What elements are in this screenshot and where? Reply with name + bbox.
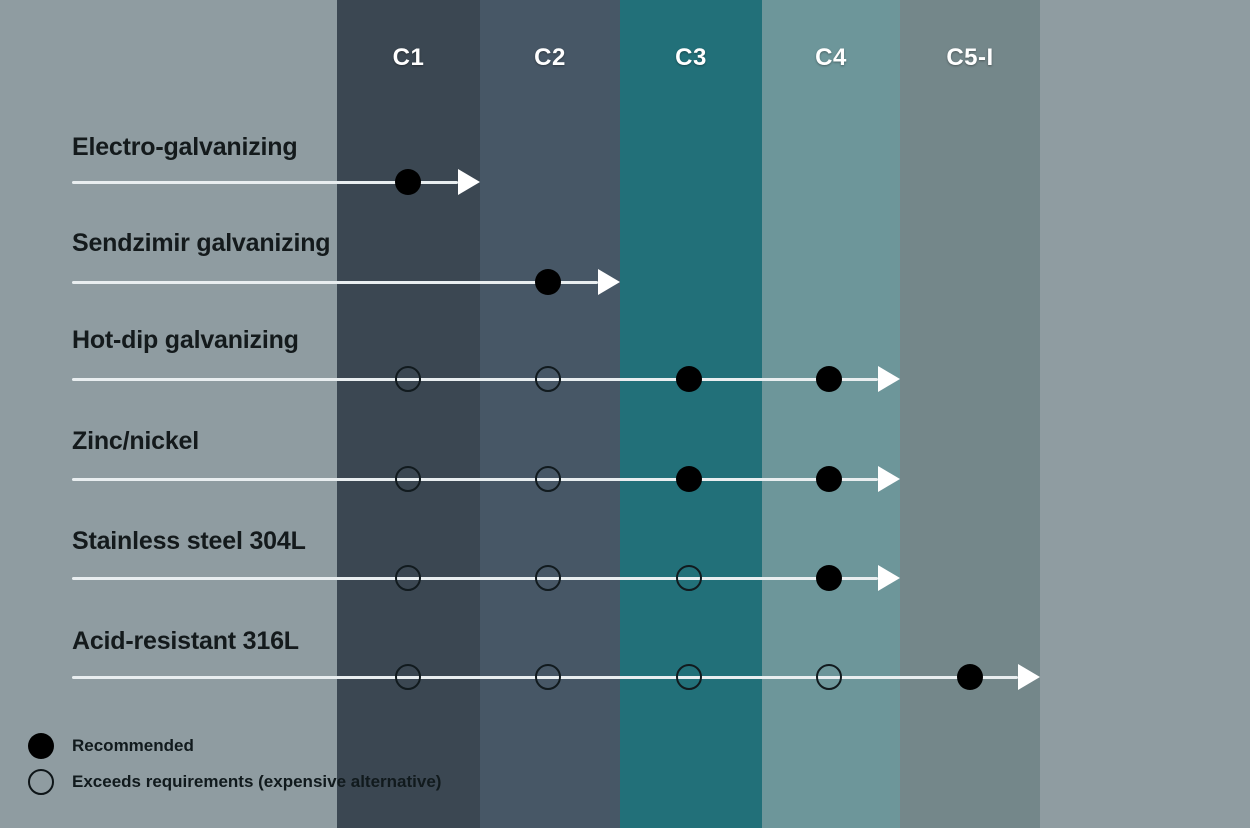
marker-filled-c4[interactable] bbox=[816, 466, 842, 492]
marker-hollow-c2[interactable] bbox=[535, 565, 561, 591]
column-header-c1[interactable]: C1 bbox=[392, 44, 425, 71]
column-band-c5-i bbox=[900, 0, 1040, 828]
column-band-c4 bbox=[762, 0, 900, 828]
column-header-c5-i[interactable]: C5-I bbox=[946, 44, 994, 71]
row-arrow-head-icon bbox=[878, 366, 900, 392]
row-label: Zinc/nickel bbox=[72, 427, 200, 455]
marker-hollow-c1[interactable] bbox=[395, 466, 421, 492]
legend-label: Exceeds requirements (expensive alternat… bbox=[72, 772, 442, 791]
marker-hollow-c1[interactable] bbox=[395, 565, 421, 591]
marker-hollow-c4[interactable] bbox=[816, 664, 842, 690]
row-arrow-head-icon bbox=[598, 269, 620, 295]
marker-filled-c3[interactable] bbox=[676, 366, 702, 392]
marker-hollow-c2[interactable] bbox=[535, 664, 561, 690]
marker-filled-c1[interactable] bbox=[395, 169, 421, 195]
row-axis-line bbox=[72, 181, 458, 184]
row-arrow-head-icon bbox=[878, 466, 900, 492]
column-header-c2[interactable]: C2 bbox=[534, 44, 566, 71]
row-arrow-head-icon bbox=[458, 169, 480, 195]
legend-hollow-marker-icon bbox=[28, 769, 54, 795]
marker-hollow-c2[interactable] bbox=[535, 466, 561, 492]
column-header-c3[interactable]: C3 bbox=[675, 44, 707, 71]
column-header-c4[interactable]: C4 bbox=[815, 44, 847, 71]
column-band-c3 bbox=[620, 0, 762, 828]
legend-label: Recommended bbox=[72, 736, 194, 755]
row-label: Hot-dip galvanizing bbox=[72, 326, 299, 354]
marker-hollow-c3[interactable] bbox=[676, 664, 702, 690]
row-arrow-head-icon bbox=[878, 565, 900, 591]
row-axis-line bbox=[72, 478, 878, 481]
marker-hollow-c1[interactable] bbox=[395, 366, 421, 392]
row-label: Acid-resistant 316L bbox=[72, 627, 299, 655]
marker-filled-c2[interactable] bbox=[535, 269, 561, 295]
marker-hollow-c3[interactable] bbox=[676, 565, 702, 591]
row-axis-line bbox=[72, 577, 878, 580]
marker-filled-c4[interactable] bbox=[816, 565, 842, 591]
row-axis-line bbox=[72, 281, 598, 284]
column-band-c1 bbox=[337, 0, 480, 828]
row-arrow-head-icon bbox=[1018, 664, 1040, 690]
row-label: Stainless steel 304L bbox=[72, 527, 306, 555]
marker-filled-c5-i[interactable] bbox=[957, 664, 983, 690]
column-band-c2 bbox=[480, 0, 620, 828]
marker-filled-c3[interactable] bbox=[676, 466, 702, 492]
legend-filled-marker-icon bbox=[28, 733, 54, 759]
row-label: Sendzimir galvanizing bbox=[72, 229, 331, 257]
marker-hollow-c1[interactable] bbox=[395, 664, 421, 690]
row-label: Electro-galvanizing bbox=[72, 133, 298, 161]
marker-hollow-c2[interactable] bbox=[535, 366, 561, 392]
row-axis-line bbox=[72, 378, 878, 381]
marker-filled-c4[interactable] bbox=[816, 366, 842, 392]
